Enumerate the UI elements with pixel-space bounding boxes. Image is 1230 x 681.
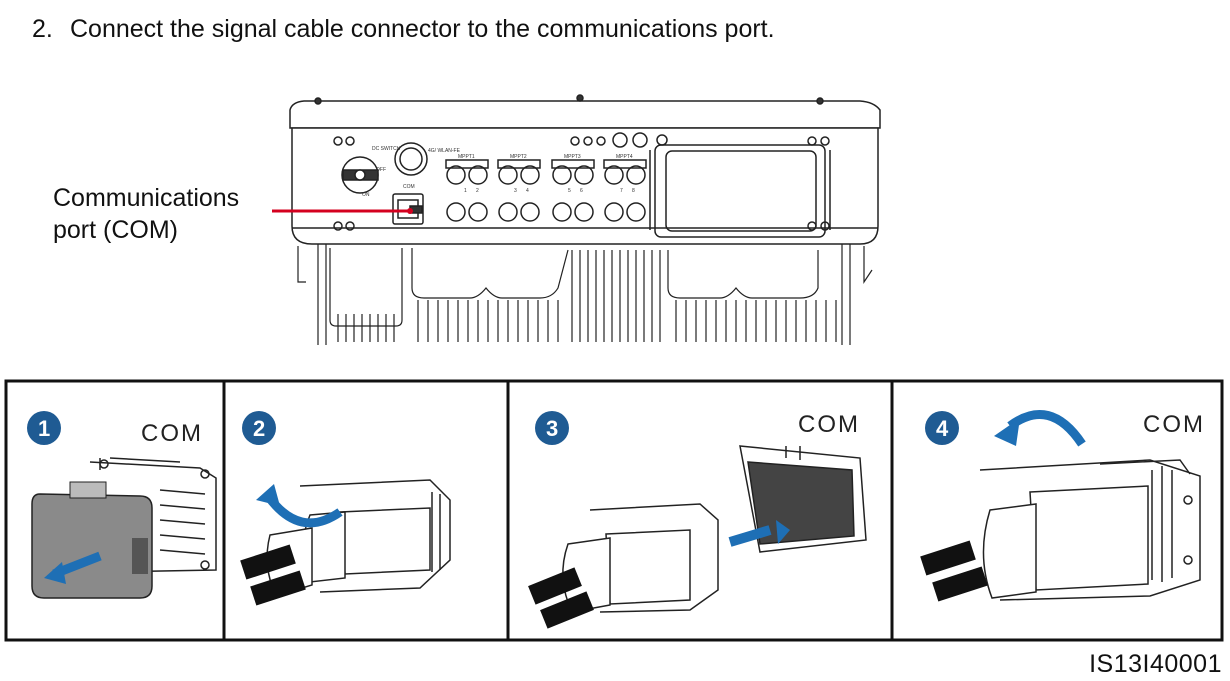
tighten-arrow-icon [1007,409,1086,447]
step-badge-number: 2 [253,416,265,441]
step-badge-2 [242,411,276,445]
step-text: Connect the signal cable connector to th… [70,15,775,43]
pv-number: 3 [514,188,517,194]
pv-number: 1 [464,188,467,194]
panel-4-label: COM [1143,411,1205,438]
pv-number: 6 [580,188,583,194]
panel-4: 4 COM [920,409,1205,602]
communications-port-callout: Communications port (COM) [53,182,239,246]
step-heading: 2. Connect the signal cable connector to … [32,12,775,46]
on-label: ON [362,192,370,198]
com-cap-icon [31,481,153,599]
inverter-labels: DC SWITCH ON OFF COM 4G/ WLAN-FE MPPT1 M… [362,146,635,198]
step-badge-number: 3 [546,416,558,441]
pv-connector-icons [445,159,647,222]
switch-label: DC SWITCH [372,146,401,152]
panel-1-label: COM [141,420,203,447]
pv-number: 8 [632,188,635,194]
ac-terminal-cover [649,144,831,238]
callout-leader-line [272,208,413,214]
pv-number: 2 [476,188,479,194]
step-badge-number: 1 [38,416,50,441]
callout-line1: Communications [53,184,240,212]
pv-number: 4 [526,188,529,194]
mppt4-label: MPPT4 [616,154,633,160]
panel-1: 1 COM [27,411,217,599]
panel-3-label: COM [798,411,860,438]
step-number: 2. [32,15,53,43]
inverter-drawing [289,94,881,345]
mppt1-label: MPPT1 [458,154,475,160]
figure-code: IS13I40001 [1089,650,1222,678]
pv-number: 5 [568,188,571,194]
panel-2: 2 [240,411,451,606]
panel-3: 3 COM [528,411,867,629]
pv-number: 7 [620,188,623,194]
signal-connector-icon [266,479,451,597]
callout-line2: port (COM) [53,216,178,244]
mppt2-label: MPPT2 [510,154,527,160]
step-badge-3 [535,411,569,445]
step-panels [4,379,1224,642]
off-label: OFF [376,167,386,173]
signal-connector-icon [979,459,1201,601]
dc-switch-icon [341,156,379,194]
com-port-icon [739,445,867,553]
mppt3-label: MPPT3 [564,154,581,160]
wlan-label: 4G/ WLAN-FE [428,148,461,154]
step-badge-4 [925,411,959,445]
step-badge-1 [27,411,61,445]
com-label: COM [403,184,415,190]
step-badge-number: 4 [936,416,949,441]
heat-sink [297,244,873,345]
signal-connector-icon [562,503,719,613]
insert-arrow-icon [728,525,772,547]
